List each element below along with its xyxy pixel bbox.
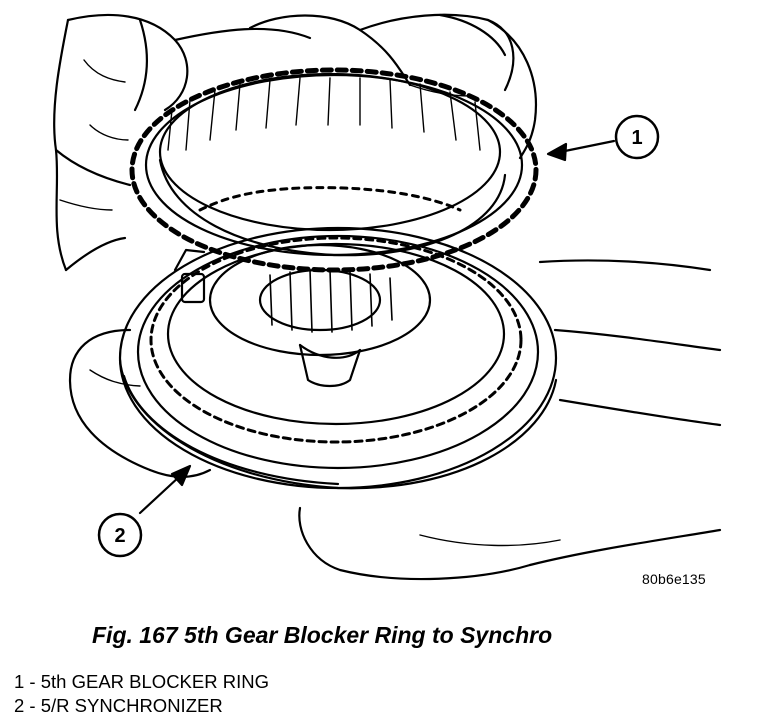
- callout-1-leader: [546, 139, 616, 162]
- legend-list: 1 - 5th GEAR BLOCKER RING 2 - 5/R SYNCHR…: [14, 670, 269, 718]
- legend-item: 1 - 5th GEAR BLOCKER RING: [14, 670, 269, 694]
- callout-2-circle: [97, 512, 143, 558]
- callout-2-leader: [138, 464, 192, 515]
- legend-text: 5/R SYNCHRONIZER: [40, 695, 223, 716]
- legend-number: 1: [14, 671, 25, 692]
- synchronizer-drawing: [118, 226, 558, 490]
- legend-number: 2: [14, 695, 25, 716]
- synchro-illustration: 1 2: [53, 13, 722, 581]
- upper-hand-drawing: [53, 13, 537, 272]
- lower-hand-drawing: [68, 259, 722, 581]
- figure-caption: Fig. 167 5th Gear Blocker Ring to Synchr…: [92, 622, 553, 648]
- legend-text: 5th GEAR BLOCKER RING: [40, 671, 269, 692]
- legend-separator: -: [24, 695, 41, 716]
- legend-item: 2 - 5/R SYNCHRONIZER: [14, 694, 269, 718]
- blocker-ring-drawing: [129, 67, 539, 273]
- callout-1-circle: [614, 114, 660, 160]
- legend-separator: -: [24, 671, 41, 692]
- figure-reference-code: 80b6e135: [642, 571, 706, 587]
- callout-2-number: 2: [114, 525, 125, 547]
- callout-1-number: 1: [631, 127, 642, 149]
